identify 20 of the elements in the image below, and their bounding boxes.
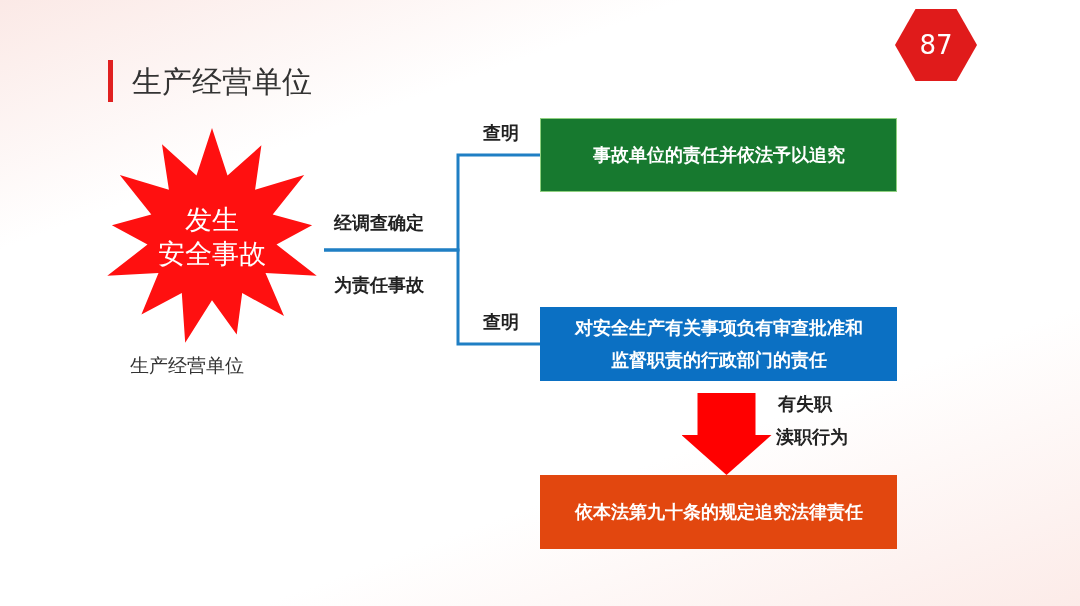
edge-label: 查明	[483, 122, 519, 145]
title: 生产经营单位	[132, 63, 312, 101]
annotation-text: 经调查确定	[334, 212, 424, 235]
connector-line	[324, 248, 540, 346]
node-text: 87	[919, 30, 953, 60]
page-number-hexagon	[895, 9, 977, 81]
annotation-text: 为责任事故	[334, 274, 424, 297]
caption-text: 生产经营单位	[130, 353, 244, 378]
process-box	[540, 475, 897, 549]
node-text: 事故单位的责任并依法予以追究	[592, 144, 845, 167]
node-text: 安全事故	[158, 237, 266, 271]
node-text: 依本法第九十条的规定追究法律责任	[574, 501, 863, 524]
node-text: 发生	[185, 203, 239, 237]
process-box	[540, 118, 897, 192]
annotation-text: 渎职行为	[776, 426, 848, 449]
annotation-text: 有失职	[778, 393, 832, 416]
thick-arrow	[681, 393, 772, 475]
process-box	[540, 307, 897, 381]
node-text: 对安全生产有关事项负有审查批准和监督职责的行政部门的责任	[573, 317, 864, 372]
edge-label: 查明	[483, 311, 519, 334]
